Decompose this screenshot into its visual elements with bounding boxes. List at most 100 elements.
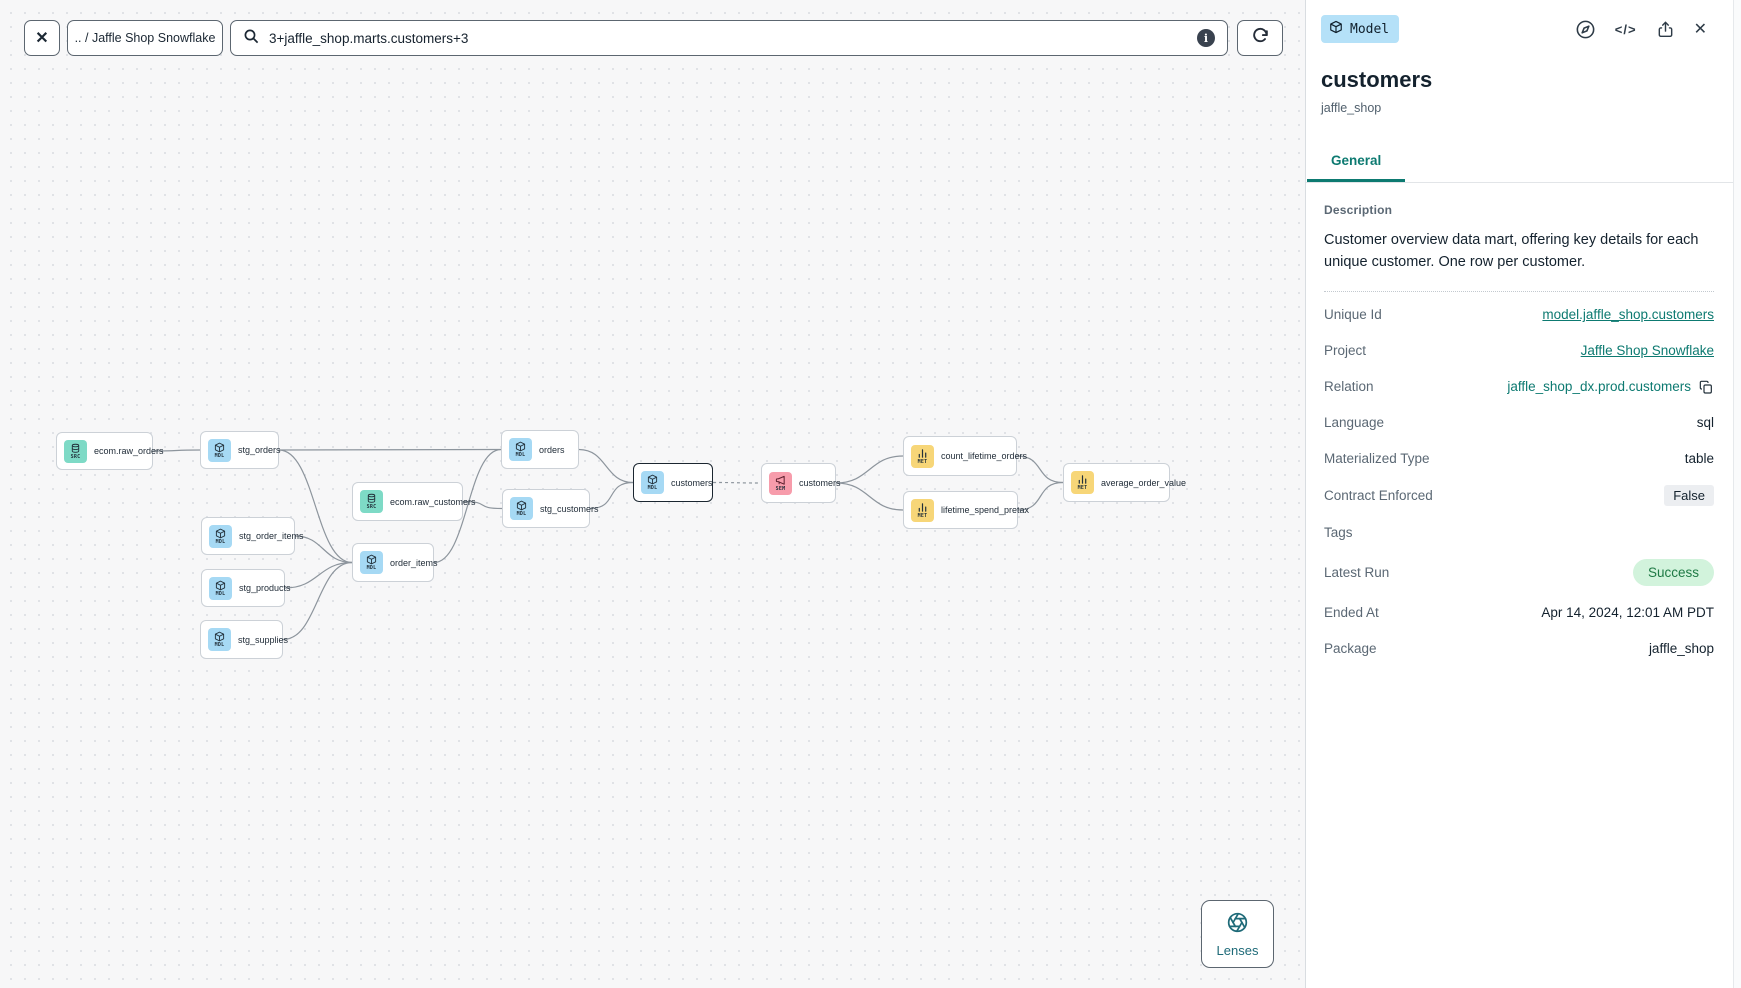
node-label: count_lifetime_orders (941, 451, 1028, 461)
contract-enforced-badge: False (1664, 485, 1714, 507)
unique-id-link[interactable]: model.jaffle_shop.customers (1542, 307, 1714, 323)
node-label: average_order_value (1101, 477, 1187, 488)
node-label: orders (539, 444, 565, 455)
detail-row-project: Project Jaffle Shop Snowflake (1324, 343, 1714, 359)
materialized-type-value: table (1684, 451, 1714, 467)
node-label: stg_orders (238, 445, 281, 455)
node-label: stg_products (239, 583, 291, 593)
node-label: stg_order_items (239, 531, 304, 541)
model-type-badge: Model (1321, 15, 1400, 43)
node-label: stg_customers (540, 503, 599, 514)
node-label: stg_supplies (238, 634, 289, 645)
detail-row-language: Language sql (1324, 415, 1714, 431)
detail-row-latest-run: Latest Run Success (1324, 551, 1714, 595)
detail-row-ended-at: Ended At Apr 14, 2024, 12:01 AM PDT (1324, 605, 1714, 621)
detail-row-unique-id: Unique Id model.jaffle_shop.customers (1324, 307, 1714, 323)
dag-edge-customers_sem-lifetime_spend_pretax (835, 482, 904, 511)
dag-edge-stg_supplies-order_items (282, 561, 353, 641)
language-value: sql (1696, 415, 1714, 431)
description-text: Customer overview data mart, offering ke… (1324, 232, 1699, 271)
node-label: lifetime_spend_pretax (941, 505, 1030, 515)
panel-scrollbar[interactable] (1733, 0, 1741, 988)
detail-row-package: Package jaffle_shop (1324, 641, 1714, 657)
tab-general[interactable]: General (1307, 143, 1406, 182)
model-badge-label: Model (1350, 21, 1390, 37)
detail-row-contract-enforced: Contract Enforced False (1324, 477, 1714, 515)
model-icon: MDL (510, 497, 533, 520)
dag-edge-orders-customers_mdl (578, 448, 634, 484)
lenses-button[interactable]: Lenses (1201, 900, 1274, 968)
lenses-label: Lenses (1216, 942, 1259, 958)
dag-node-customers_sem[interactable]: SEM customers (761, 463, 841, 503)
breadcrumb[interactable]: .. / Jaffle Shop Snowflake (67, 20, 223, 56)
close-lineage-button[interactable]: ✕ (24, 20, 60, 56)
dag-node-raw_orders[interactable]: SRC ecom.raw_orders (56, 432, 164, 470)
model-icon: MDL (208, 438, 231, 462)
dag-node-raw_customers[interactable]: SRC ecom.raw_customers (352, 482, 476, 521)
dag-node-order_items[interactable]: MDL order_items (352, 543, 438, 582)
model-icon: MDL (209, 576, 232, 600)
model-icon: MDL (208, 628, 231, 651)
info-icon[interactable]: i (1197, 29, 1215, 47)
dag-node-stg_orders[interactable]: MDL stg_orders (200, 431, 281, 469)
search-input[interactable] (269, 30, 1187, 46)
dag-node-stg_order_items[interactable]: MDL stg_order_items (201, 517, 304, 555)
close-icon: ✕ (35, 30, 49, 47)
node-label: ecom.raw_orders (94, 446, 164, 456)
explore-compass-icon[interactable] (1575, 19, 1596, 40)
close-panel-icon[interactable]: ✕ (1693, 21, 1707, 38)
semantic-model-icon: SEM (769, 471, 792, 495)
details-panel: Model </> ✕ customers jaffle_shop Gener (1305, 0, 1741, 988)
detail-row-tags: Tags (1324, 525, 1353, 541)
dag-node-stg_customers[interactable]: MDL stg_customers (502, 489, 599, 528)
dag-edge-stg_products-order_items (284, 561, 353, 589)
lenses-icon (1226, 911, 1249, 939)
package-value: jaffle_shop (1648, 641, 1714, 657)
latest-run-status-badge: Success (1632, 559, 1714, 587)
ended-at-value: Apr 14, 2024, 12:01 AM PDT (1541, 605, 1714, 621)
node-label: customers (799, 478, 841, 488)
panel-subtitle: jaffle_shop (1321, 101, 1382, 115)
copy-icon[interactable] (1698, 379, 1714, 395)
breadcrumb-label: .. / Jaffle Shop Snowflake (74, 31, 216, 45)
metric-icon: MET (1071, 471, 1094, 494)
model-cube-icon (1329, 20, 1343, 38)
node-label: customers (671, 477, 713, 488)
search-icon (243, 28, 259, 49)
panel-header: Model </> ✕ (1306, 0, 1741, 43)
dag-node-lifetime_spend_pretax[interactable]: MET lifetime_spend_pretax (903, 491, 1029, 529)
description-label: Description (1324, 203, 1393, 217)
share-icon[interactable] (1656, 20, 1675, 39)
divider (1324, 290, 1714, 292)
dag-node-customers_mdl[interactable]: MDL customers (633, 463, 713, 502)
project-link[interactable]: Jaffle Shop Snowflake (1580, 343, 1714, 359)
model-icon: MDL (641, 471, 664, 494)
metric-icon: MET (911, 498, 934, 522)
refresh-button[interactable] (1237, 20, 1283, 56)
model-icon: MDL (209, 524, 232, 548)
dag-node-stg_supplies[interactable]: MDL stg_supplies (200, 620, 288, 659)
source-icon: SRC (360, 490, 383, 513)
source-icon: SRC (64, 439, 87, 463)
model-icon: MDL (360, 551, 383, 574)
panel-tabs: General (1306, 143, 1741, 183)
dag-node-orders[interactable]: MDL orders (501, 430, 579, 469)
relation-value: jaffle_shop_dx.prod.customers (1507, 379, 1691, 395)
node-label: ecom.raw_customers (390, 496, 476, 507)
node-label: order_items (390, 557, 438, 568)
dag-edge-customers_mdl-customers_sem (712, 481, 762, 484)
detail-row-materialized-type: Materialized Type table (1324, 451, 1714, 467)
model-icon: MDL (509, 438, 532, 461)
dag-edge-stg_orders-orders (278, 448, 502, 451)
code-icon[interactable]: </> (1614, 21, 1637, 37)
lineage-search-bar[interactable]: i (230, 20, 1228, 56)
metric-icon: MET (911, 444, 934, 468)
detail-row-relation: Relation jaffle_shop_dx.prod.customers (1324, 369, 1714, 405)
dag-node-stg_products[interactable]: MDL stg_products (201, 569, 291, 607)
dag-node-count_lifetime_orders[interactable]: MET count_lifetime_orders (903, 436, 1027, 476)
panel-title: customers (1321, 67, 1433, 92)
dag-edge-customers_sem-count_lifetime_orders (835, 455, 904, 484)
refresh-icon (1251, 26, 1270, 50)
dag-node-average_order_value[interactable]: MET average_order_value (1063, 463, 1186, 502)
